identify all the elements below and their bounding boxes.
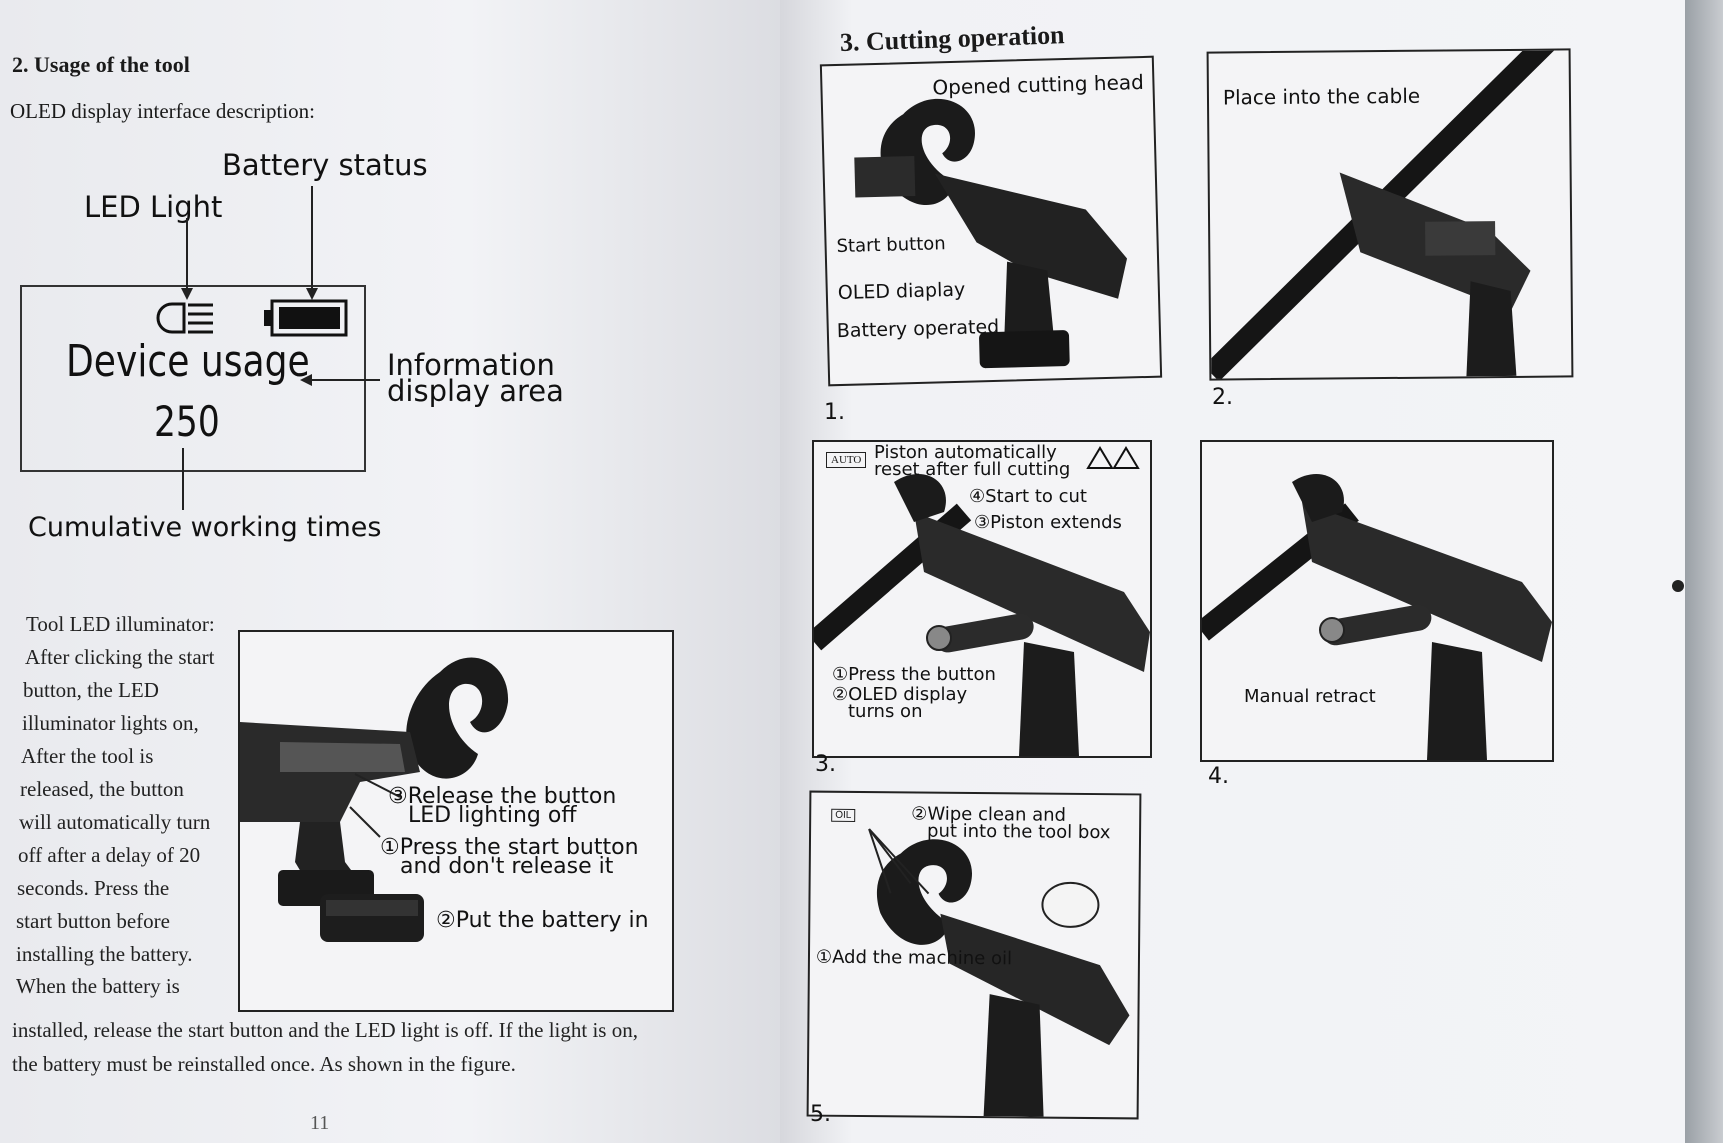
warning-icon xyxy=(1086,446,1140,469)
add-oil-label: ①Add the machine oil xyxy=(815,946,1013,970)
piston-reset-label: Piston automatically reset after full cu… xyxy=(874,442,1071,480)
manual-retract-label: Manual retract xyxy=(1244,686,1376,707)
figure-1-box: Opened cutting head Start button OLED di… xyxy=(819,55,1163,387)
device-usage-text: Device usage xyxy=(66,336,310,387)
left-page: 2. Usage of the tool OLED display interf… xyxy=(0,0,780,1143)
oled-screen-frame xyxy=(20,285,366,472)
background-surface xyxy=(1685,0,1723,1143)
page-number: 11 xyxy=(310,1112,330,1134)
oled-diaplay-label: OLED diaplay xyxy=(837,278,966,305)
oled-on-label: ②OLED display turns on xyxy=(832,684,968,722)
cutting-tool-illustration xyxy=(240,657,509,942)
figure-5-box: OIL ②Wipe clean and put into the tool bo… xyxy=(806,790,1142,1120)
battery-status-label: Battery status xyxy=(222,148,428,182)
led-light-label: LED Light xyxy=(84,190,223,224)
battery-operated-label: Battery operated xyxy=(836,315,1000,343)
cutting-title: 3. Cutting operation xyxy=(839,20,1065,57)
oled-arrows xyxy=(181,186,380,510)
cutting-start-illustration xyxy=(814,473,1150,756)
press-button-label: ①Press the button xyxy=(832,664,996,685)
illuminator-paragraph-tail: installed, release the start button and … xyxy=(12,1018,638,1076)
tool-overview-illustration xyxy=(854,98,1128,369)
rivet xyxy=(1672,580,1684,592)
led-light-icon xyxy=(156,302,213,334)
cumulative-label: Cumulative working times xyxy=(28,512,382,543)
battery-icon xyxy=(264,299,348,337)
manual-retract-illustration xyxy=(1202,473,1552,760)
wipe-clean-label: ②Wipe clean and put into the tool box xyxy=(911,803,1111,844)
release-button-label: ③Release the button LED lighting off xyxy=(388,784,617,828)
put-battery-label: ②Put the battery in xyxy=(436,908,649,933)
figure-4-box: Manual retract xyxy=(1200,440,1554,762)
tool-figure-box: ③Release the button LED lighting off ①Pr… xyxy=(238,630,674,1012)
place-cable-illustration xyxy=(1208,50,1557,379)
figure-2-box: Place into the cable xyxy=(1206,48,1574,381)
start-button-label: Start button xyxy=(836,233,946,258)
piston-extends-label: ③Piston extends xyxy=(974,512,1122,533)
usage-count: 250 xyxy=(154,397,220,446)
press-start-label: ①Press the start button and don't releas… xyxy=(380,835,639,879)
section-title: 2. Usage of the tool xyxy=(12,52,190,77)
step-4-number: 4. xyxy=(1208,764,1229,789)
info-area-label: Information display area xyxy=(387,348,564,408)
step-5-number: 5. xyxy=(810,1102,831,1127)
right-page: 3. Cutting operation Opened cutting head… xyxy=(780,0,1685,1143)
oled-heading: OLED display interface description: xyxy=(10,99,315,123)
step-1-number: 1. xyxy=(824,400,845,425)
place-cable-label: Place into the cable xyxy=(1222,83,1421,110)
figure-3-box: AUTO Piston automatically reset after fu… xyxy=(812,440,1152,758)
step-3-number: 3. xyxy=(815,752,836,777)
maintenance-illustration xyxy=(868,828,1130,1117)
illuminator-paragraph: Tool LED illuminator: After clicking the… xyxy=(16,612,215,998)
step-2-number: 2. xyxy=(1212,385,1233,410)
start-cut-label: ④Start to cut xyxy=(969,486,1087,507)
oil-can-icon: OIL xyxy=(831,808,856,822)
auto-badge: AUTO xyxy=(826,452,867,468)
